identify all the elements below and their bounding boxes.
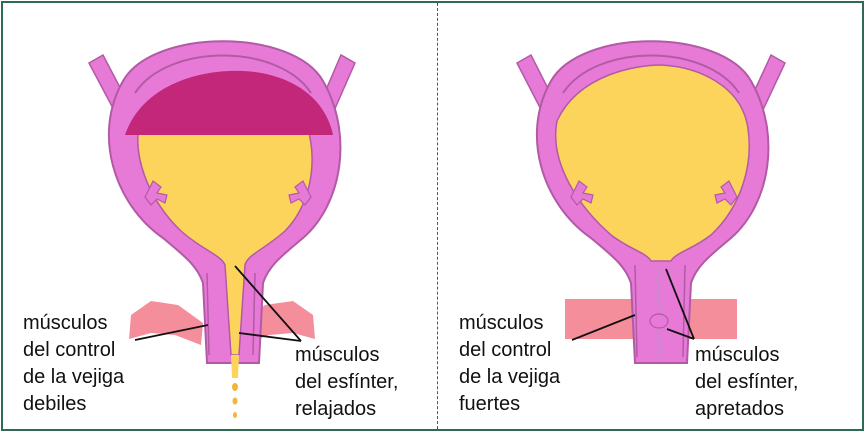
label-line: músculos	[459, 310, 560, 337]
panel-strong-bladder: músculos del control de la vejiga fuerte…	[439, 3, 861, 429]
sphincter-knot	[650, 314, 668, 328]
label-control-muscles-strong: músculos del control de la vejiga fuerte…	[459, 310, 560, 418]
label-line: apretados	[695, 396, 798, 423]
label-sphincter-tight: músculos del esfínter, apretados	[695, 342, 798, 423]
label-line: de la vejiga	[459, 364, 560, 391]
label-sphincter-relaxed: músculos del esfínter, relajados	[295, 342, 398, 423]
panel-divider	[437, 3, 438, 429]
label-line: del esfínter,	[295, 369, 398, 396]
label-line: fuertes	[459, 391, 560, 418]
label-line: del esfínter,	[695, 369, 798, 396]
label-line: músculos	[295, 342, 398, 369]
label-line: músculos	[23, 310, 124, 337]
label-line: debiles	[23, 391, 124, 418]
urine-drop	[232, 383, 238, 391]
urine-drop	[233, 412, 237, 418]
urine-stream	[231, 355, 239, 378]
urine-drop	[233, 398, 238, 405]
panel-weak-bladder: músculos del control de la vejiga debile…	[3, 3, 437, 429]
label-line: del control	[23, 337, 124, 364]
label-control-muscles-weak: músculos del control de la vejiga debile…	[23, 310, 124, 418]
label-line: músculos	[695, 342, 798, 369]
label-line: relajados	[295, 396, 398, 423]
label-line: del control	[459, 337, 560, 364]
label-line: de la vejiga	[23, 364, 124, 391]
